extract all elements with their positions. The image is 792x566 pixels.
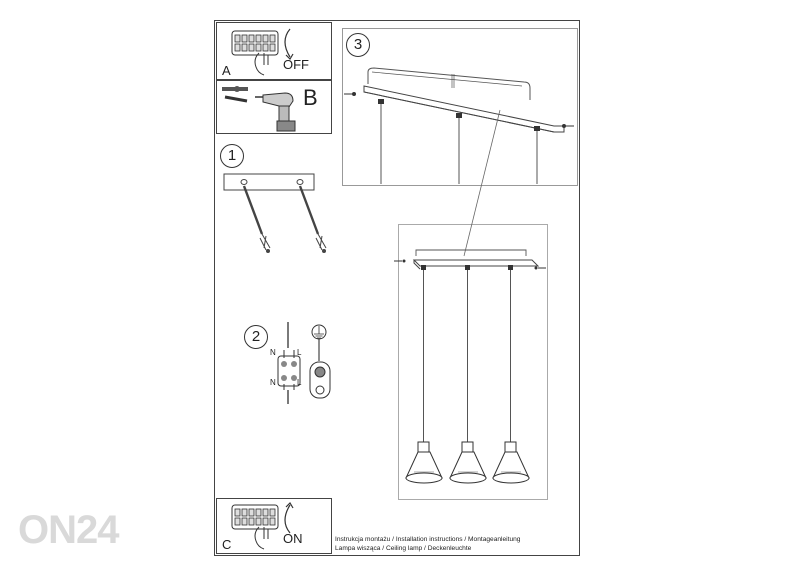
- step-1-mounting-bracket-diagram: [223, 173, 327, 253]
- pendant-shade-left: [405, 441, 443, 484]
- step-a-off-label: OFF: [283, 57, 309, 72]
- drill-tools-icon: [222, 86, 296, 132]
- step-3-number: 3: [346, 33, 370, 57]
- terminal-label-l-top: L: [297, 348, 302, 357]
- step-b-panel: B: [216, 80, 332, 134]
- watermark-logo: ON24: [18, 508, 119, 552]
- pendant-shade-right: [492, 441, 530, 484]
- step-3-canopy-closeup: [344, 67, 574, 184]
- step-1-number: 1: [220, 144, 244, 168]
- caption-line-2: Lampa wisząca / Ceiling lamp / Deckenleu…: [335, 545, 472, 552]
- terminal-label-n-top: N: [270, 348, 276, 357]
- terminal-label-l-bottom: L: [297, 378, 302, 387]
- step-b-letter: B: [303, 85, 318, 110]
- step-a-panel: A OFF: [216, 22, 332, 80]
- power-switch-on-icon: [231, 502, 294, 550]
- terminal-label-n-bottom: N: [270, 378, 276, 387]
- step-a-letter: A: [222, 63, 231, 78]
- step-c-on-label: ON: [283, 531, 303, 546]
- assembled-lamp-diagram: [394, 109, 546, 442]
- step-2-number: 2: [244, 325, 268, 349]
- step-2-wiring-diagram: [277, 322, 331, 404]
- caption-line-1: Instrukcja montażu / Installation instru…: [335, 536, 521, 543]
- step-c-letter: C: [222, 537, 232, 552]
- pendant-shade-middle: [449, 441, 487, 484]
- step-c-panel: C ON: [216, 498, 332, 554]
- power-switch-icon: [231, 28, 294, 76]
- instruction-sheet: [214, 20, 580, 556]
